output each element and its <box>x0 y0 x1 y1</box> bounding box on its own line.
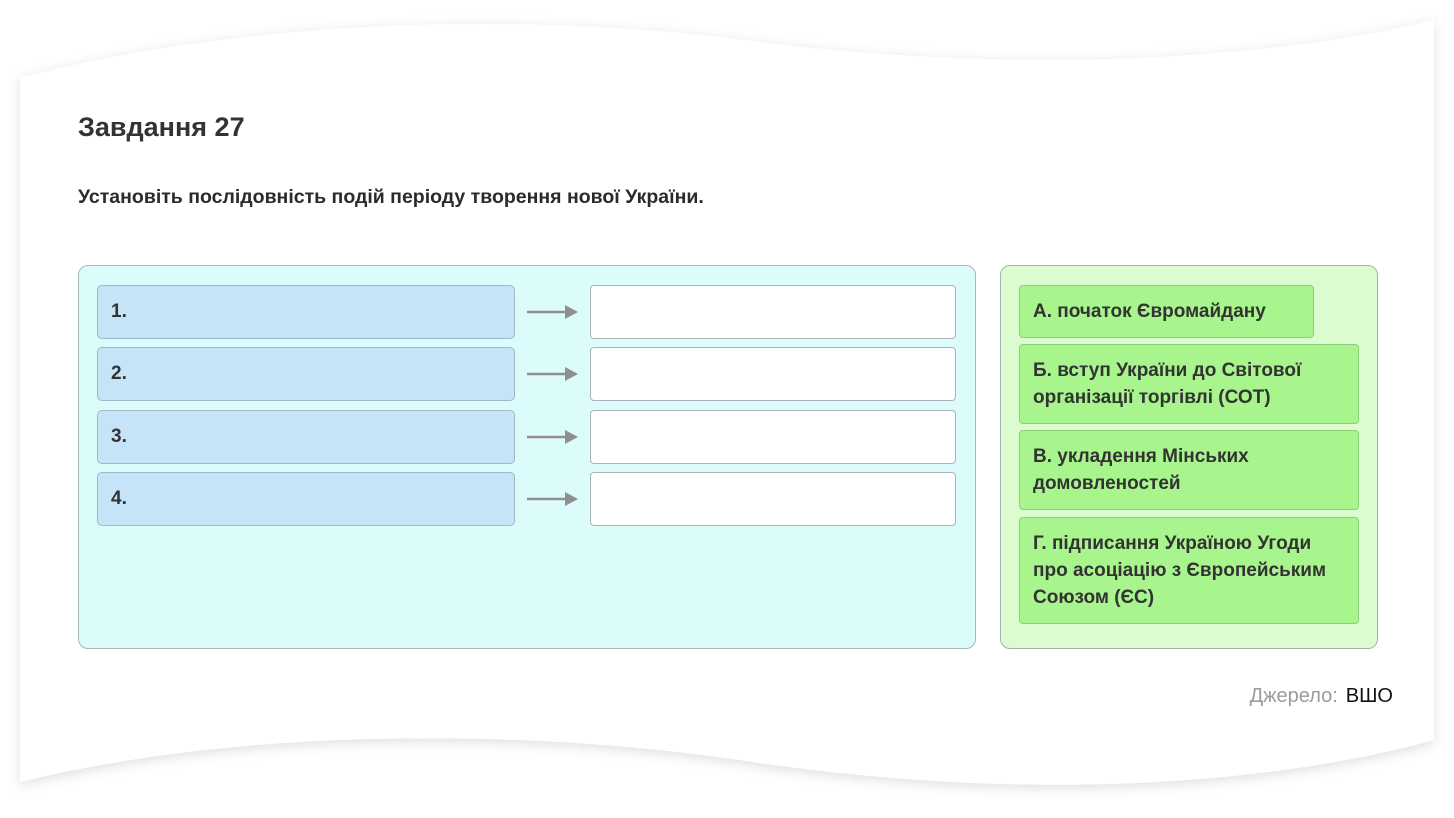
task-instruction: Установіть послідовність подій періоду т… <box>78 186 704 208</box>
arrow-right-icon <box>527 492 578 506</box>
sequence-row-3: 3. <box>97 410 957 466</box>
arrow-right-icon <box>527 305 578 319</box>
source-label: Джерело: <box>1249 685 1338 707</box>
answer-drop-zone-3[interactable] <box>590 410 956 464</box>
sequence-row-4: 4. <box>97 472 957 528</box>
answer-option-c[interactable]: В. укладення Мінських домовленостей <box>1019 430 1359 510</box>
slot-number-label: 1. <box>97 285 515 339</box>
arrow-right-icon <box>527 367 578 381</box>
arrow-right-icon <box>527 430 578 444</box>
source-value: ВШО <box>1345 685 1393 707</box>
sequence-row-2: 2. <box>97 347 957 403</box>
answer-drop-zone-2[interactable] <box>590 347 956 401</box>
answer-options-panel: А. початок Євромайдану Б. вступ України … <box>1000 265 1378 649</box>
slot-number-label: 4. <box>97 472 515 526</box>
answer-option-b[interactable]: Б. вступ України до Світової організації… <box>1019 344 1359 424</box>
sequence-panel: 1. 2. 3. 4. <box>78 265 976 649</box>
slot-number-label: 3. <box>97 410 515 464</box>
answer-option-a[interactable]: А. початок Євромайдану <box>1019 285 1314 338</box>
slot-number-label: 2. <box>97 347 515 401</box>
answer-drop-zone-4[interactable] <box>590 472 956 526</box>
source-attribution: Джерело: ВШО <box>1250 685 1393 708</box>
sequence-row-1: 1. <box>97 285 957 341</box>
answer-option-d[interactable]: Г. підписання Україною Угоди про асоціац… <box>1019 517 1359 624</box>
answer-drop-zone-1[interactable] <box>590 285 956 339</box>
task-title: Завдання 27 <box>78 112 245 142</box>
